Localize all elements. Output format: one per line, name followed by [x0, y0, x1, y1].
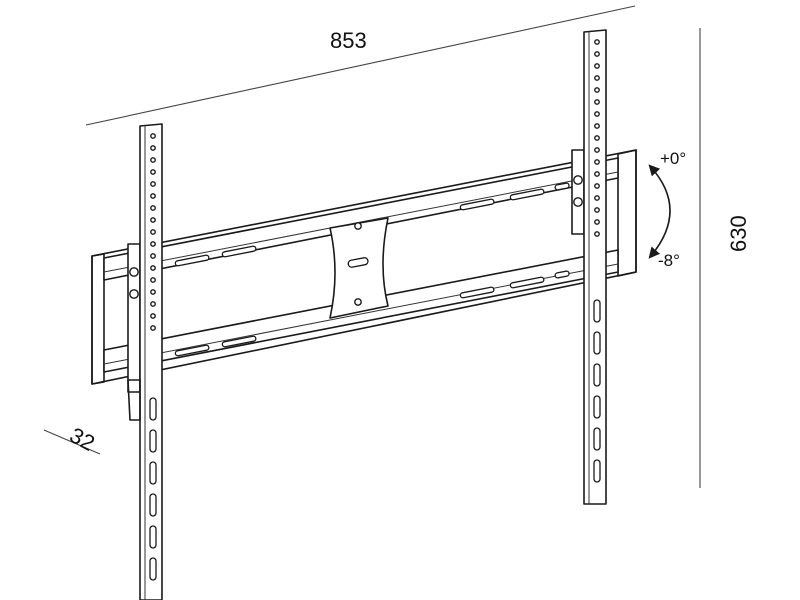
width-dimension-line	[85, 5, 636, 126]
height-dimension: 630	[699, 28, 751, 488]
left-arm	[127, 123, 163, 600]
center-plate-slot	[347, 257, 369, 268]
tilt-arrow	[648, 164, 671, 259]
depth-dimension: 32	[43, 422, 101, 456]
right-arm-holes	[594, 39, 600, 237]
upper-rail-slots	[174, 182, 570, 267]
tilt-down-label: -8°	[658, 251, 680, 270]
wall-plate-left-flange	[91, 253, 105, 385]
right-arm-screw-lower	[573, 197, 583, 207]
left-arm-screw-upper	[129, 267, 139, 277]
right-arm-slots	[593, 299, 601, 483]
left-arm-slots	[149, 397, 157, 581]
center-plate-body	[329, 217, 389, 319]
right-arm-side-flange	[571, 149, 585, 235]
wall-plate	[91, 149, 637, 385]
tilt-up-label: +0°	[660, 149, 686, 168]
depth-dimension-line	[43, 429, 101, 455]
upper-rail	[103, 157, 619, 281]
lower-rail-slots	[174, 270, 570, 357]
tilt-indicator: +0° -8°	[648, 149, 686, 270]
left-arm-hook	[127, 379, 141, 421]
wall-plate-right-flange	[617, 149, 637, 277]
right-arm-screw-upper	[573, 175, 583, 185]
left-arm-screw-lower	[129, 289, 139, 299]
width-dimension: 853	[85, 5, 636, 126]
right-arm	[571, 29, 607, 505]
center-plate-hole-top	[354, 222, 362, 230]
left-arm-side-flange	[127, 243, 141, 393]
center-plate-hole-bottom	[354, 298, 362, 306]
left-arm-holes	[150, 133, 156, 331]
width-value: 853	[330, 28, 367, 53]
center-plate	[329, 217, 389, 319]
height-value: 630	[726, 215, 751, 252]
